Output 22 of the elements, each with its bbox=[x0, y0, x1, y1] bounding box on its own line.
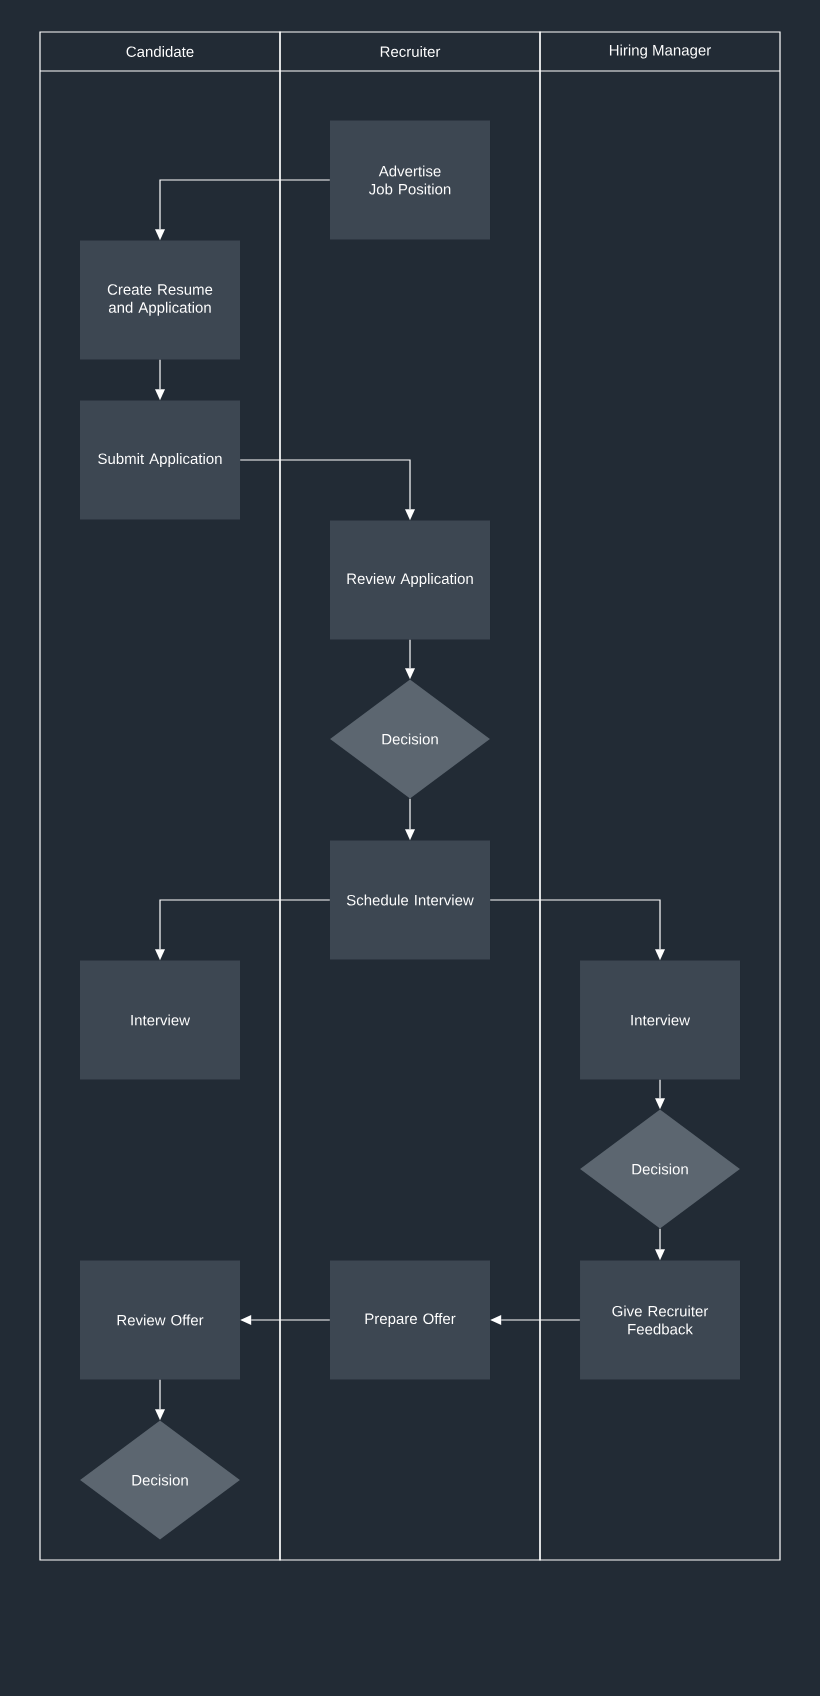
arrow bbox=[240, 1315, 331, 1325]
arrow bbox=[655, 1079, 665, 1110]
process-box: Schedule Interview bbox=[330, 840, 490, 960]
process-box: Submit Application bbox=[80, 400, 240, 520]
process-box: Give Recruiter Feedback bbox=[580, 1260, 740, 1380]
arrow bbox=[655, 1228, 665, 1261]
process-box: Interview bbox=[580, 960, 740, 1080]
process-box: Advertise Job Position bbox=[330, 120, 490, 240]
arrow bbox=[155, 359, 165, 401]
process-box: Create Resume and Application bbox=[80, 240, 240, 360]
process-box: Interview bbox=[80, 960, 240, 1080]
arrow bbox=[239, 459, 415, 521]
process-box: Review Offer bbox=[80, 1260, 240, 1380]
arrow bbox=[489, 899, 665, 961]
arrow bbox=[490, 1315, 581, 1325]
process-box: Prepare Offer bbox=[330, 1260, 490, 1380]
arrow bbox=[405, 639, 415, 680]
arrow bbox=[155, 899, 331, 961]
arrow bbox=[155, 1379, 165, 1421]
arrow bbox=[405, 798, 415, 841]
process-box: Review Application bbox=[330, 520, 490, 640]
arrow bbox=[155, 179, 331, 241]
